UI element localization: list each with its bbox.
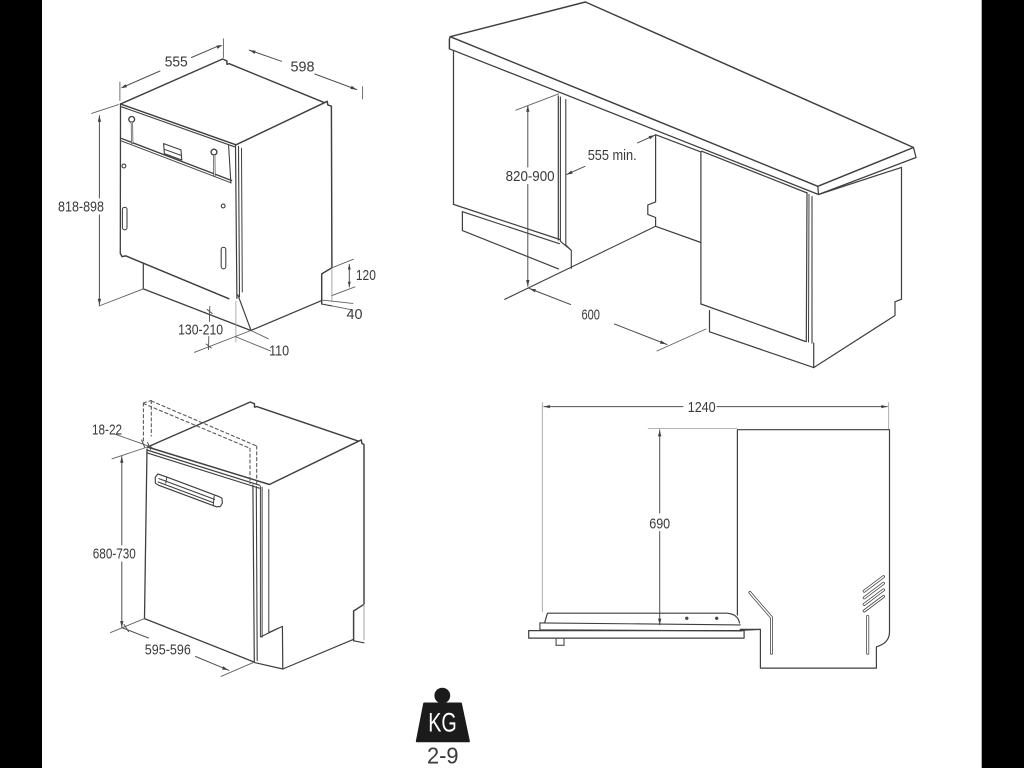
svg-text:110: 110 bbox=[269, 343, 289, 360]
svg-text:818-898: 818-898 bbox=[58, 199, 104, 216]
svg-text:600: 600 bbox=[581, 307, 600, 324]
svg-text:40: 40 bbox=[347, 306, 363, 323]
svg-text:690: 690 bbox=[649, 516, 670, 533]
svg-text:1240: 1240 bbox=[688, 399, 716, 416]
svg-text:680-730: 680-730 bbox=[93, 546, 136, 563]
svg-text:120: 120 bbox=[356, 267, 376, 284]
svg-text:KG: KG bbox=[428, 708, 457, 738]
svg-text:130-210: 130-210 bbox=[178, 322, 223, 339]
svg-text:598: 598 bbox=[291, 59, 315, 76]
svg-text:555: 555 bbox=[165, 54, 188, 71]
svg-text:2-9: 2-9 bbox=[427, 743, 459, 768]
svg-text:18-22: 18-22 bbox=[92, 422, 122, 439]
svg-text:820-900: 820-900 bbox=[506, 168, 555, 185]
svg-text:555 min.: 555 min. bbox=[588, 147, 637, 164]
svg-text:595-596: 595-596 bbox=[145, 642, 191, 659]
